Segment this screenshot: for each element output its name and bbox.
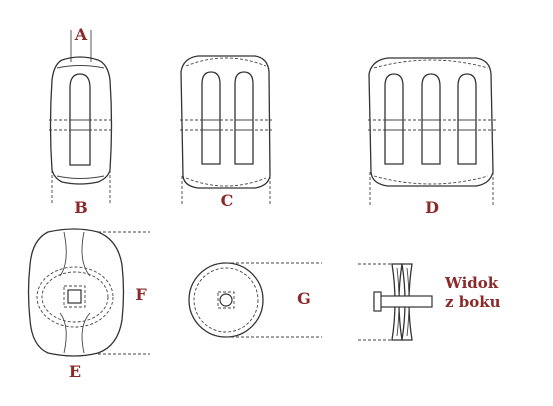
- label-c: C: [221, 191, 234, 210]
- label-b: B: [74, 198, 88, 217]
- block-end-view: [27, 228, 150, 357]
- sheave-wheel: [188, 262, 322, 338]
- label-a: A: [74, 25, 88, 44]
- label-e: E: [69, 362, 81, 381]
- label-side-view-line2: z boku: [445, 293, 501, 311]
- block-double-sheave: [180, 55, 272, 205]
- label-f: F: [135, 285, 147, 304]
- block-triple-sheave: [368, 57, 496, 205]
- sheave-side-view: [358, 263, 433, 341]
- label-g: G: [297, 289, 311, 308]
- label-side-view-line1: Widok: [444, 274, 499, 292]
- label-d: D: [425, 198, 439, 217]
- block-single-sheave: [49, 30, 113, 205]
